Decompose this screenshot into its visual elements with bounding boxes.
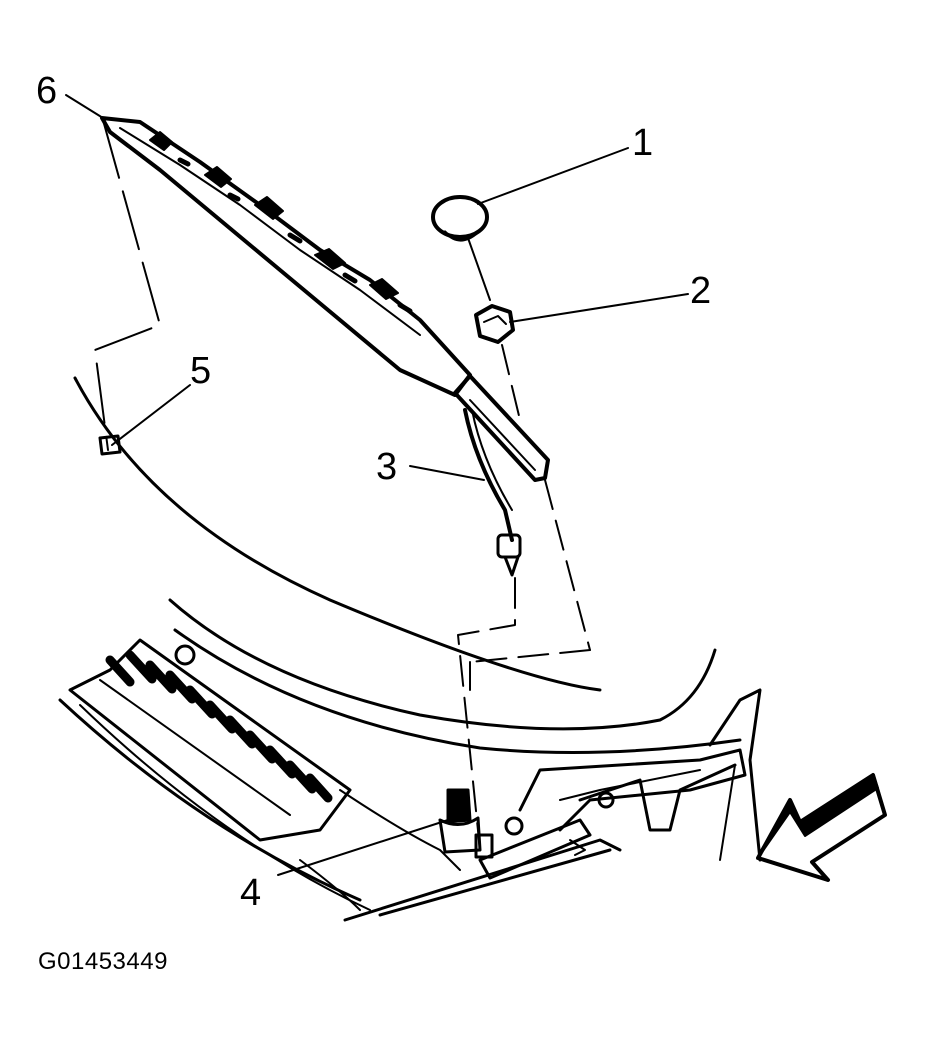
assembly-line-arm — [501, 344, 591, 651]
callout-5: 5 — [190, 350, 212, 392]
assembly-line-cap — [467, 237, 491, 301]
callout-2: 2 — [690, 270, 712, 312]
leader-line-2 — [509, 293, 689, 323]
wiper-arm — [453, 374, 550, 482]
callout-4: 4 — [240, 872, 262, 914]
wiper-linkage — [518, 688, 762, 862]
leader-line-4 — [277, 819, 449, 876]
windshield-lower-edge — [168, 598, 717, 731]
windshield-outline — [73, 376, 602, 692]
cowl-top-edge — [173, 628, 742, 754]
leader-line-1 — [477, 147, 629, 205]
body-edge — [343, 838, 622, 922]
front-direction-arrow — [756, 773, 887, 882]
figure-code: G01453449 — [38, 948, 168, 975]
assembly-line-pivot — [457, 577, 591, 851]
washer-hose — [463, 408, 522, 577]
leader-line-5 — [111, 384, 191, 446]
wiper-blade — [100, 116, 472, 397]
callout-6: 6 — [36, 70, 58, 112]
callout-3: 3 — [376, 446, 398, 488]
blade-clip — [98, 434, 122, 456]
callout-1: 1 — [632, 122, 654, 164]
cowl-grille — [58, 638, 371, 911]
leader-line-3 — [409, 465, 485, 481]
nut-cap — [431, 195, 489, 242]
retaining-nut — [474, 304, 515, 344]
leader-line-6 — [65, 94, 104, 119]
wiper-pivot — [438, 788, 592, 880]
assembly-line-blade — [94, 119, 161, 451]
